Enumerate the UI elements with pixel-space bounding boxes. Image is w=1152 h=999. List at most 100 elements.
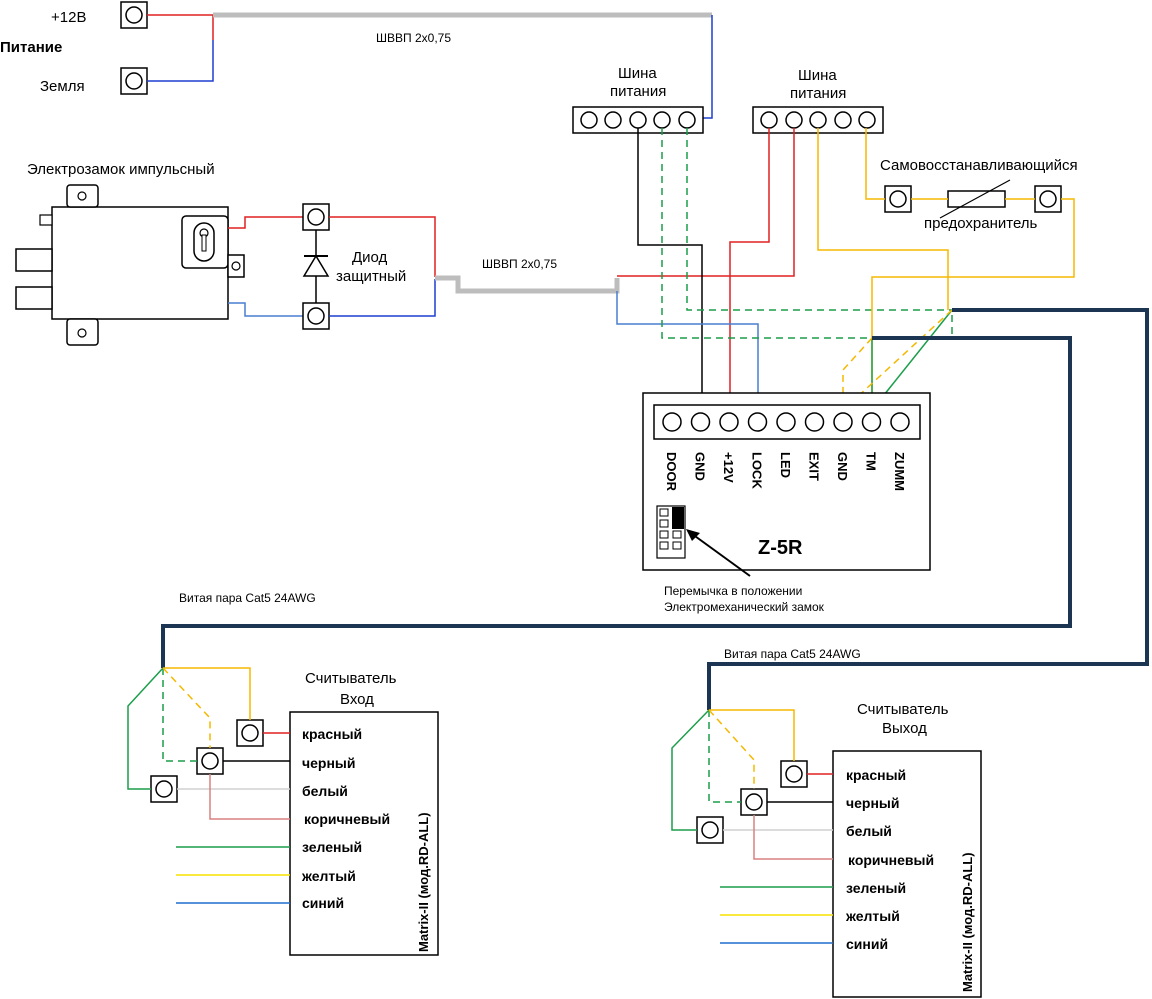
- reader-wire-label: белый: [846, 823, 892, 839]
- blue-lock-wire: [616, 291, 759, 410]
- lock-hole: [77, 191, 87, 201]
- controller-terminal-label: +12V: [721, 452, 736, 483]
- bus2-pin: [858, 111, 876, 129]
- black-gnd-wire: [637, 128, 703, 410]
- yellow-wire: [817, 128, 949, 310]
- terminal-screw: [1039, 190, 1057, 208]
- jumper-note: Перемычка в положении: [664, 584, 802, 598]
- controller-name: Z-5R: [758, 537, 803, 559]
- bus2-subtitle: питания: [790, 85, 846, 102]
- cable-in-line: [161, 336, 1072, 668]
- power-blue-wire: [147, 40, 214, 82]
- bus1-pin: [678, 111, 696, 129]
- jumper-arrow: [687, 530, 751, 577]
- controller-terminal-pin: [776, 412, 796, 432]
- controller-terminal-label: LOCK: [750, 452, 765, 489]
- terminal-screw: [889, 190, 907, 208]
- controller-terminal-label: GND: [835, 452, 850, 481]
- electric-lock: Электрозамок импульсный: [15, 161, 303, 346]
- reader-out-title: Считыватель: [857, 701, 949, 718]
- reader-wire-label: черный: [846, 795, 899, 811]
- reader-out-subtitle: Выход: [882, 720, 927, 737]
- diode-title: Диод: [352, 249, 388, 266]
- reader-wire-label: черный: [302, 755, 355, 771]
- controller-terminal-label: EXIT: [807, 452, 822, 481]
- reader-wire-label: желтый: [845, 908, 900, 924]
- bus1-pin: [653, 111, 671, 129]
- reader-in-title: Считыватель: [305, 670, 397, 687]
- power-input: +12В Питание Земля ШВВП 2х0,75: [0, 1, 713, 119]
- lock-blue-wire: [228, 302, 303, 317]
- reader-wire-label: желтый: [301, 868, 356, 884]
- bus1-pin: [629, 111, 647, 129]
- controller-terminal-pin: [747, 412, 768, 432]
- lock-tab: [39, 214, 53, 226]
- power-red-wire: [147, 14, 214, 40]
- controller-terminal-label: DOOR: [664, 452, 679, 492]
- protective-diode: Диод защитный ШВВП 2х0,75: [302, 203, 620, 330]
- reader-wire-label: синий: [846, 936, 888, 952]
- ground-label: Земля: [40, 78, 85, 95]
- lock-bolt: [15, 286, 53, 310]
- yellow-wire: [865, 128, 885, 200]
- lock-cable-gray: [435, 275, 620, 294]
- fuse-body: [947, 190, 1006, 208]
- jumper-pins: [659, 508, 682, 550]
- controller-terminal-label: ZUMM: [892, 452, 907, 491]
- red-12v-wire: [729, 128, 770, 410]
- bus2-title: Шина: [798, 67, 837, 84]
- controller-terminal-pin: [690, 412, 711, 432]
- reader-exit: Считыватель Выход Matrix-II (мод.RD-ALL)…: [671, 701, 982, 998]
- plus12-label: +12В: [51, 9, 86, 26]
- resettable-fuse: Самовосстанавливающийся предохранитель: [880, 157, 1078, 232]
- bus1-pin: [604, 111, 622, 129]
- lock-title: Электрозамок импульсный: [27, 161, 215, 178]
- reader-wire-label: белый: [302, 783, 348, 799]
- diode-symbol-icon: [302, 254, 330, 277]
- terminal-screw: [125, 6, 143, 24]
- bus2-pin: [809, 111, 827, 129]
- reader-entry: Считыватель Вход Matrix-II (мод.RD-ALL) …: [127, 667, 439, 956]
- controller-terminal-label: TM: [864, 452, 879, 471]
- bus2-pin: [785, 111, 803, 129]
- reader-wire-label: коричневый: [304, 811, 390, 827]
- terminal-screw: [307, 208, 325, 226]
- power-title: Питание: [0, 39, 62, 56]
- jumper-cap: [672, 507, 684, 529]
- diode-red-wire: [329, 216, 436, 277]
- lock-hole: [77, 328, 87, 338]
- controller-terminal-pin: [890, 412, 910, 432]
- fuse-subtitle: предохранитель: [924, 215, 1038, 232]
- controller-terminal-pin: [719, 412, 739, 432]
- terminal-screw: [307, 307, 325, 325]
- reader-out-wire-labels: красныйчерныйбелыйкоричневыйзеленыйжелты…: [845, 767, 934, 952]
- lock-red-wire: [228, 216, 303, 229]
- lock-hole: [231, 261, 241, 271]
- fuse-title: Самовосстанавливающийся: [880, 157, 1078, 174]
- reader-in-wire-labels: красный черный белый коричневый зеленый желты…: [301, 726, 390, 911]
- cable-out-label: Витая пара Cat5 24AWG: [724, 647, 861, 661]
- power-bus-2: Шина питания: [752, 67, 884, 134]
- red-lock-wire: [617, 128, 795, 277]
- bus1-title: Шина: [618, 65, 657, 82]
- reader-wire-label: синий: [302, 895, 344, 911]
- power-blue-to-bus: [687, 15, 713, 119]
- diode-subtitle: защитный: [336, 268, 406, 285]
- cable-out-line: [707, 308, 1149, 710]
- reader-in-subtitle: Вход: [340, 691, 374, 708]
- reader-wire-label: красный: [302, 726, 362, 742]
- reader-wire-label: зеленый: [846, 880, 906, 896]
- reader-wire-label: зеленый: [302, 839, 362, 855]
- fuse-pointer: [939, 179, 1011, 219]
- power-bus-1: Шина питания: [572, 65, 704, 134]
- controller-terminal-label: GND: [693, 452, 708, 481]
- reader-out-model: Matrix-II (мод.RD-ALL): [960, 852, 975, 992]
- bus1-subtitle: питания: [610, 83, 666, 100]
- yellow-dashed-wire: [842, 337, 873, 410]
- keyhole-slot: [201, 234, 207, 252]
- lock-cable-label: ШВВП 2х0,75: [482, 257, 557, 271]
- lock-bolt: [15, 248, 53, 272]
